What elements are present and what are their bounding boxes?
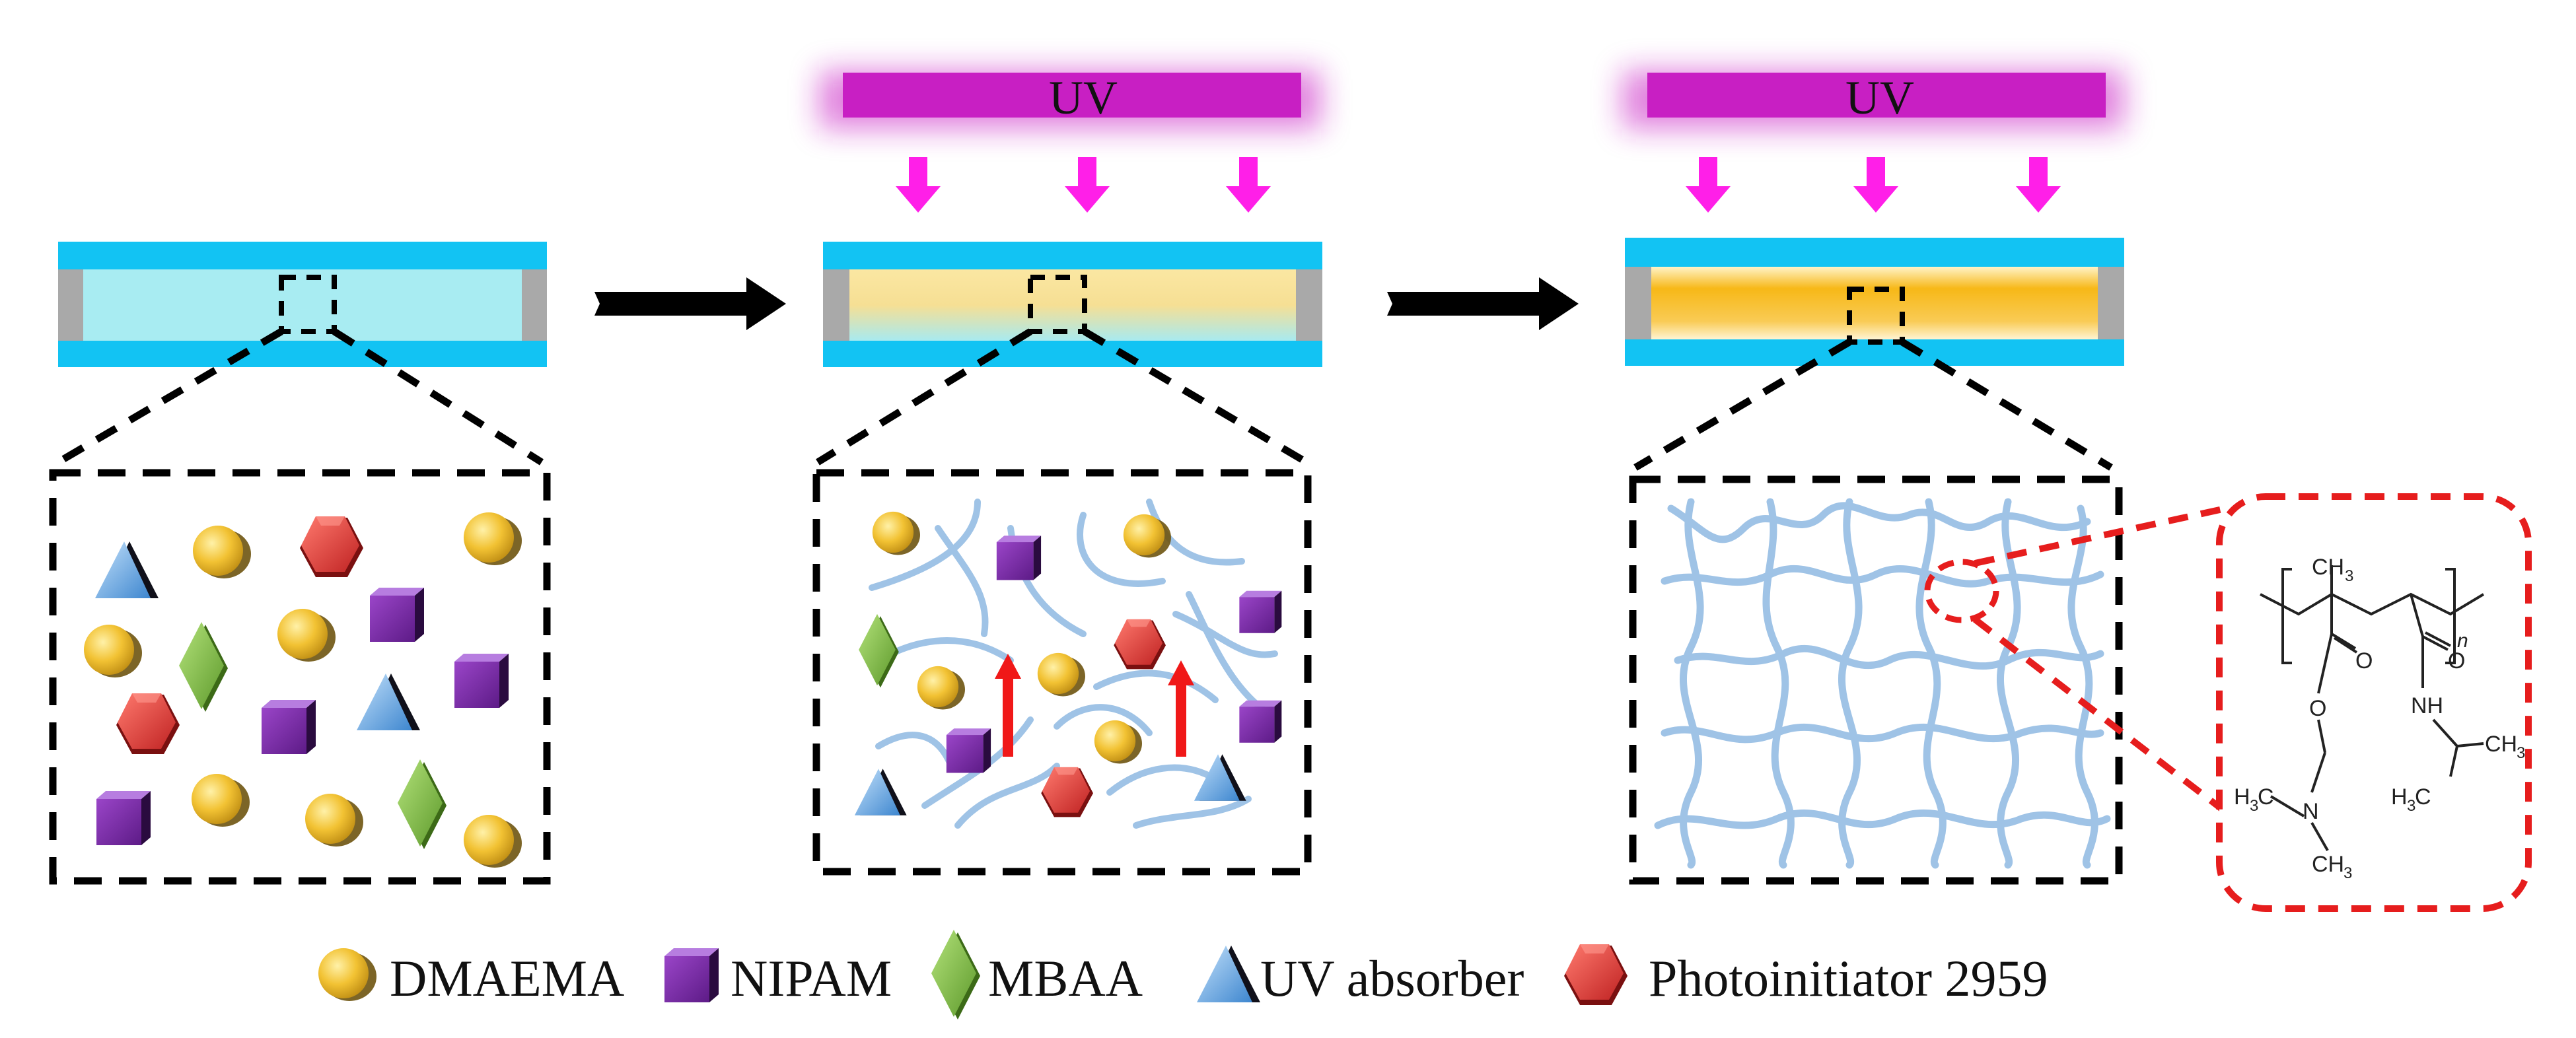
structure-box xyxy=(2216,493,2532,912)
zoom-circle xyxy=(1924,559,1999,623)
uv-arrow-icon xyxy=(896,157,941,213)
uv-lamp-1 xyxy=(843,73,1301,118)
svg-text:3: 3 xyxy=(2517,744,2525,762)
legend-label: Photoinitiator 2959 xyxy=(1649,950,2048,1007)
legend-label: NIPAM xyxy=(731,950,892,1007)
svg-text:CH: CH xyxy=(2312,852,2344,877)
svg-text:CH: CH xyxy=(2312,555,2344,580)
uv-label-2: UV xyxy=(1845,71,1914,124)
legend-label: MBAA xyxy=(988,950,1143,1007)
nipam-icon xyxy=(370,588,424,642)
zoom-marker-3 xyxy=(1847,287,1905,345)
spacer-left-1 xyxy=(58,269,83,341)
svg-text:n: n xyxy=(2457,630,2468,652)
legend: DMAEMA NIPAM MBAA UV absorber Photoiniti… xyxy=(318,930,2048,1020)
legend-label: UV absorber xyxy=(1260,950,1524,1007)
nipam-icon xyxy=(996,536,1042,580)
uv-arrow-icon xyxy=(2016,157,2061,213)
legend-item-photoinitiator: Photoinitiator 2959 xyxy=(1564,944,2048,1007)
zoom-marker-2 xyxy=(1028,275,1087,334)
nipam-icon xyxy=(262,700,316,754)
svg-text:O: O xyxy=(2309,696,2326,721)
cube-icon xyxy=(664,948,719,1002)
process-arrow-1 xyxy=(594,277,786,330)
svg-text:3: 3 xyxy=(2345,567,2353,585)
triangle-icon xyxy=(1197,946,1260,1002)
legend-label: DMAEMA xyxy=(390,950,624,1007)
svg-text:NH: NH xyxy=(2411,693,2443,718)
cell-panel-3: UV xyxy=(1622,70,2532,912)
spacer-right-1 xyxy=(522,269,547,341)
svg-text:CH: CH xyxy=(2485,732,2517,757)
cell-panel-2: UV xyxy=(812,70,1322,876)
uv-arrow-icon xyxy=(1686,157,1731,213)
svg-text:O: O xyxy=(2355,648,2373,674)
svg-text:N: N xyxy=(2303,799,2319,824)
bottom-glass-1 xyxy=(58,341,547,367)
legend-item-mbaa: MBAA xyxy=(931,930,1143,1020)
gelling-layer-2 xyxy=(823,269,1322,341)
copolymer-structure xyxy=(2260,565,2485,851)
svg-text:C: C xyxy=(2415,784,2431,810)
nipam-icon xyxy=(96,791,151,845)
uv-arrow-icon xyxy=(1065,157,1110,213)
legend-item-dmaema: DMAEMA xyxy=(318,948,624,1007)
hydrogel-layer-3 xyxy=(1625,267,2124,339)
uv-arrow-icon xyxy=(1853,157,1898,213)
diamond-icon xyxy=(931,930,980,1020)
top-glass-1 xyxy=(58,242,547,269)
zoom-marker-1 xyxy=(279,275,337,334)
uv-lamp-2 xyxy=(1647,73,2106,118)
uv-arrow-icon xyxy=(1226,157,1271,213)
sphere-icon xyxy=(318,948,376,1001)
nipam-icon xyxy=(1239,590,1282,633)
nipam-icon xyxy=(454,654,509,708)
svg-text:H: H xyxy=(2391,784,2408,810)
nipam-icon xyxy=(946,728,991,773)
process-arrow-2 xyxy=(1387,277,1579,330)
svg-text:C: C xyxy=(2258,784,2274,810)
hexagon-icon xyxy=(1564,944,1628,1005)
growth-arrows xyxy=(995,654,1194,757)
partial-network xyxy=(869,499,1278,829)
nipam-icon xyxy=(1239,700,1282,743)
svg-text:3: 3 xyxy=(2407,797,2415,815)
crosslinked-network xyxy=(1654,498,2111,869)
svg-text:H: H xyxy=(2234,784,2250,810)
legend-item-uv-absorber: UV absorber xyxy=(1197,946,1524,1007)
uv-label-1: UV xyxy=(1049,71,1118,124)
svg-text:O: O xyxy=(2448,648,2465,674)
svg-text:3: 3 xyxy=(2250,797,2258,815)
cell-panel-1 xyxy=(49,242,551,885)
svg-text:3: 3 xyxy=(2343,864,2352,882)
structure-labels: CH 3 O O O n NH H 3 C N CH 3 H 3 C CH 3 xyxy=(2234,555,2525,882)
legend-item-nipam: NIPAM xyxy=(664,948,892,1007)
